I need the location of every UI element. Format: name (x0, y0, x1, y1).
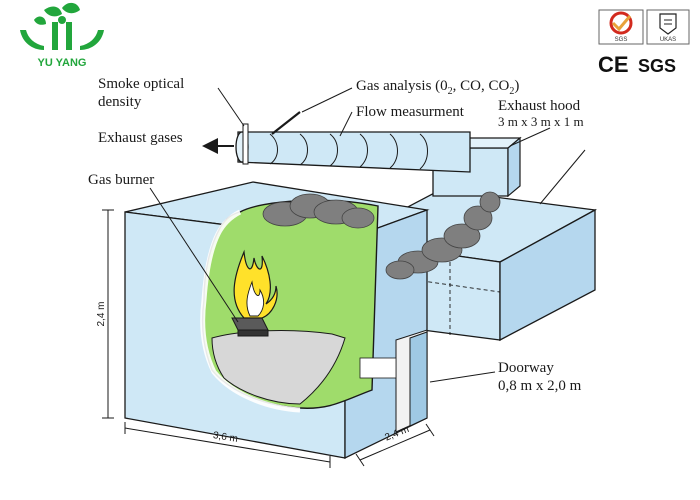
flame-icon (233, 249, 278, 319)
brand-name: YU YANG (38, 57, 87, 69)
dimension-lines (102, 209, 435, 468)
smoke-cloud-interior (262, 193, 375, 229)
label-smoke-optical: Smoke optical (98, 76, 184, 92)
label-hood-dims: 3 m x 3 m x 1 m (498, 114, 584, 129)
dim-height-label: 2,4 m (96, 301, 107, 326)
logo-leaves-icon (20, 2, 104, 50)
test-room (124, 181, 501, 460)
sgs-badge-icon: SGS (598, 9, 644, 45)
ukas-badge-text: UKAS (660, 37, 676, 43)
exhaust-duct (235, 111, 471, 173)
label-exhaust-hood: Exhaust hood (498, 98, 581, 114)
sgs-mark: SGS (638, 56, 676, 76)
dim-length-label: 3,6 m (212, 430, 238, 445)
sgs-badge-text: SGS (615, 37, 628, 43)
hood-side (499, 208, 596, 342)
yuyang-logo: YU YANG (20, 2, 104, 69)
label-exhaust-gases: Exhaust gases (98, 130, 183, 146)
label-doorway-dims: 0,8 m x 2,0 m (498, 378, 582, 394)
gas-probe (271, 111, 301, 135)
label-flow-measurement: Flow measurment (356, 104, 465, 120)
certification-marks: SGS UKAS CE SGS (598, 9, 690, 77)
label-doorway: Doorway (498, 360, 554, 376)
label-gas-burner: Gas burner (88, 172, 154, 188)
label-gas-analysis: Gas analysis (02, CO, CO2) (356, 78, 519, 97)
smoke-cloud-hood (385, 191, 501, 280)
smoke-sensor (242, 123, 249, 165)
interior-floor (211, 330, 346, 405)
ce-mark: CE (598, 52, 629, 77)
label-smoke-density: density (98, 94, 142, 110)
gas-burner (231, 317, 269, 337)
ukas-badge-icon: UKAS (646, 9, 690, 45)
leader-lines (149, 87, 586, 383)
